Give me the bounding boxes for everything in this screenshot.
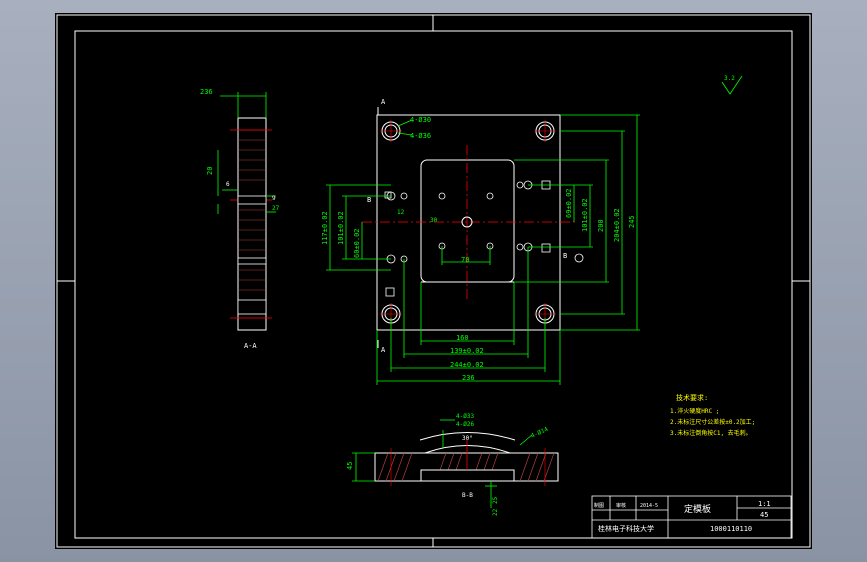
title-cell-3: 2014-5 [640,503,658,509]
tech-req-line-2: 2.未标注尺寸公差按±0.2加工; [670,418,755,426]
roughness-value: 3.2 [724,75,735,82]
section-view-aa [217,92,276,331]
dim-245: 245 [628,215,636,228]
dim-101-right: 101±0.02 [581,198,589,232]
section-label-bb: B-B [462,492,473,499]
dim-139: 139±0.02 [450,347,484,355]
material-value: 45 [760,511,768,519]
dim-side-9: 9 [272,195,276,202]
title-cell-2: 审核 [616,502,626,509]
dim-200: 200 [597,219,605,232]
dim-101-left: 101±0.02 [337,211,345,245]
part-name: 定模板 [684,503,711,515]
dim-70: 70 [461,256,469,264]
section-mark-bottom: A [381,346,386,354]
dim-bb-25: 25 [492,496,499,504]
dim-bb-4-33: 4-Ø33 [456,413,474,420]
section-mark-top: A [381,98,386,106]
section-view-bb [352,419,559,508]
dim-side-27: 27 [272,205,280,212]
school-name: 桂林电子科技大学 [598,524,654,533]
dim-117: 117±0.02 [321,211,329,245]
tech-req-line-1: 1.淬火硬度HRC ; [670,407,719,415]
plan-view [362,114,584,331]
dim-69: 69±0.02 [565,188,573,218]
dim-60: 60±0.02 [353,228,361,258]
dim-side-6: 6 [226,181,230,188]
tech-req-title: 技术要求: [676,393,708,402]
dim-hole-36: 4-Ø36 [410,132,431,140]
view-mark-b-right: B [563,252,567,260]
dim-bb-30deg: 30° [462,435,473,442]
dim-side-width: 236 [200,88,213,96]
dim-204: 204±0.02 [613,208,621,242]
view-mark-b-left: B [367,196,371,204]
tech-req-line-3: 3.未标注倒角按C1, 去毛刺。 [670,429,752,437]
drawing-sheet [55,13,812,549]
dim-160: 160 [456,334,469,342]
dim-bb-4-26: 4-Ø26 [456,421,474,428]
roughness-symbol [721,75,743,95]
dim-side-20: 20 [206,167,214,175]
title-block [591,495,792,539]
dim-30: 30 [430,217,438,224]
dim-12: 12 [397,209,405,216]
title-cell-1: 制图 [594,502,604,509]
dim-bb-45: 45 [346,462,354,470]
scale-value: 1:1 [758,500,771,508]
dim-hole-30: 4-Ø30 [410,116,431,124]
plan-dimension-lines [326,114,640,385]
drawing-number: 1000110110 [710,525,752,533]
section-label-aa: A-A [244,342,257,350]
dim-244: 244±0.02 [450,361,484,369]
dim-236: 236 [462,374,475,382]
dim-bb-22: 22 [492,508,499,516]
